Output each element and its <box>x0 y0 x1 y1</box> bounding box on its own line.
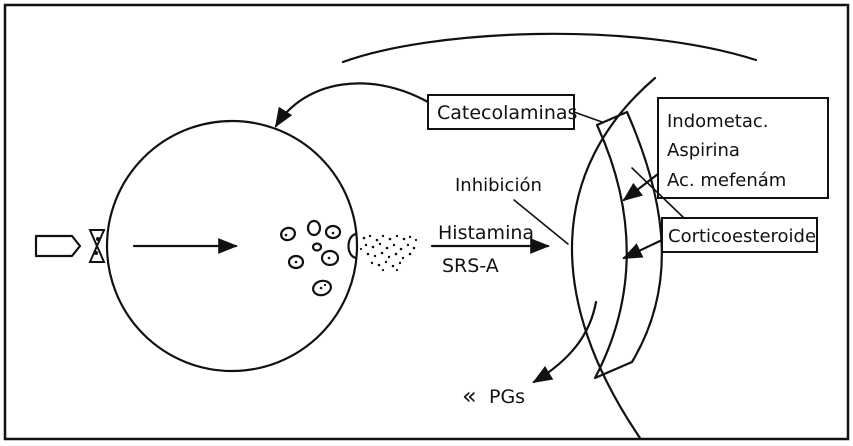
corticoesteroide-label: Corticoesteroide <box>668 226 816 247</box>
pgs-label: PGs <box>489 386 525 408</box>
pgs-arrow <box>534 302 596 382</box>
srs-a-label: SRS-A <box>442 255 499 277</box>
catecolaminas-label: Catecolaminas <box>437 102 577 124</box>
ac-mefenam-label: Ac. mefenám <box>667 170 786 191</box>
granules <box>279 221 340 297</box>
pgs-glyph: « <box>462 382 477 410</box>
stimulus-arrow-shape <box>36 236 80 256</box>
exocytosis-opening <box>349 234 357 258</box>
catecolaminas-connector <box>574 112 602 122</box>
aspirina-label: Aspirina <box>667 140 740 161</box>
catecolaminas-arrow <box>276 83 428 126</box>
target-cell-membrane <box>572 78 655 438</box>
indometac-label: Indometac. <box>667 111 768 132</box>
histamina-label: Histamina <box>438 222 534 244</box>
feedback-arc <box>343 34 756 62</box>
inhibicion-label: Inhibición <box>455 175 542 196</box>
corticoesteroide-arrow <box>624 240 662 258</box>
receptor-icon <box>90 230 104 262</box>
released-mediators <box>360 235 417 271</box>
